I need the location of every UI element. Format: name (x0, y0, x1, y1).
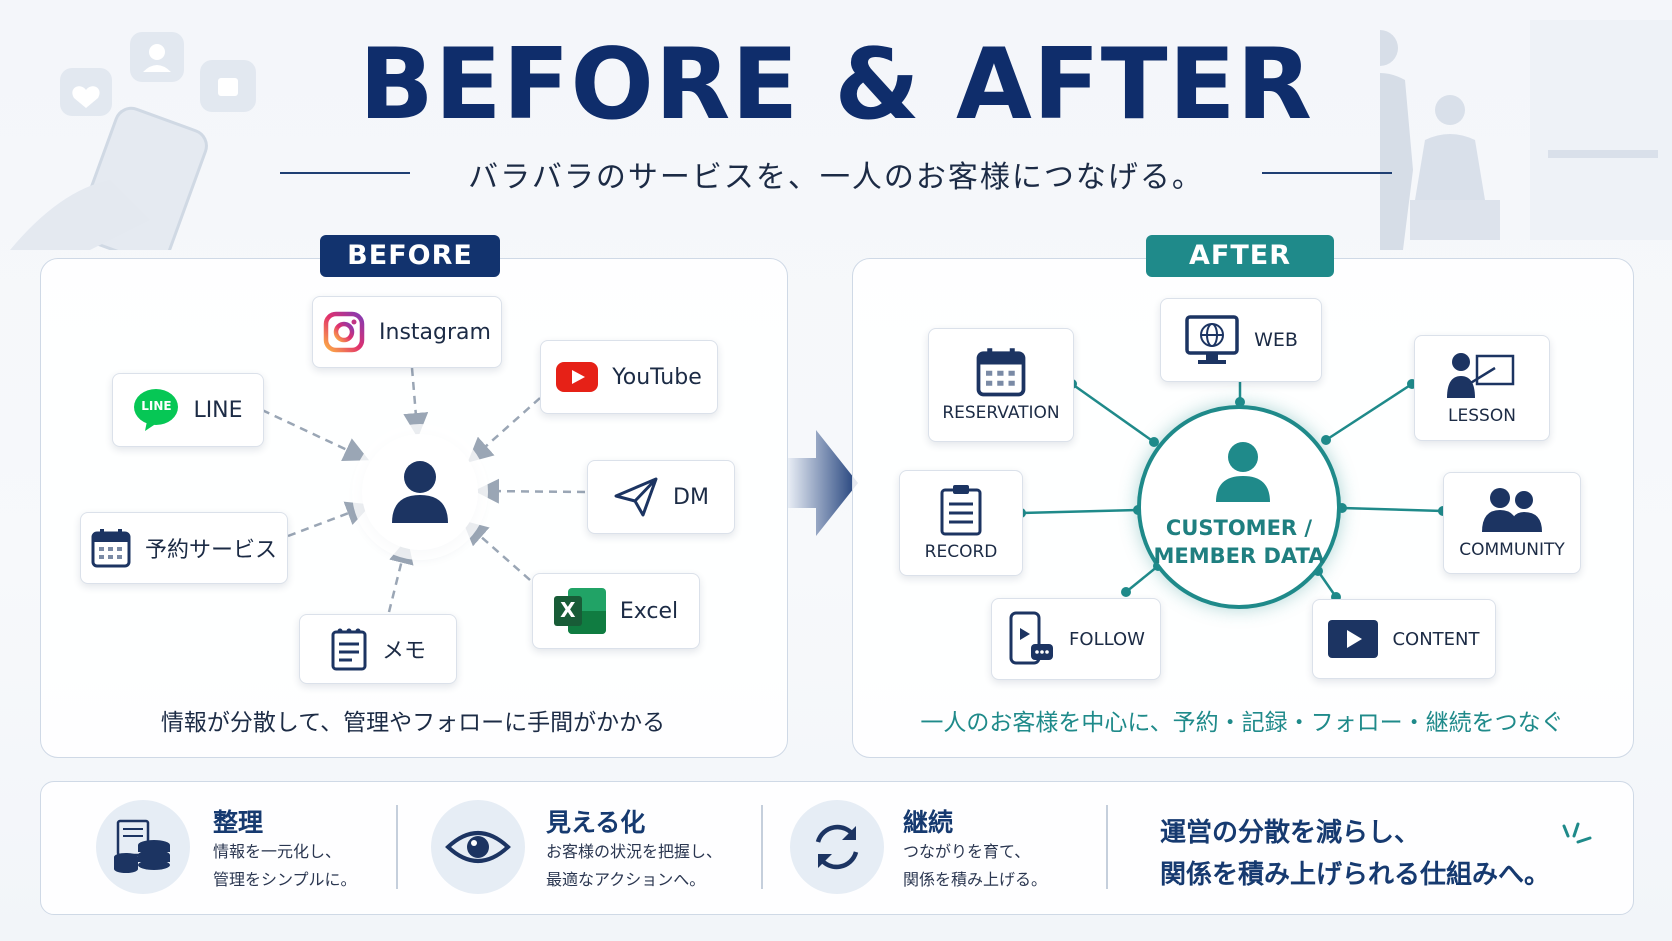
feature-divider-3 (1106, 805, 1108, 889)
after-reservation-card[interactable]: RESERVATION (928, 328, 1074, 442)
instagram-label: Instagram (379, 319, 491, 345)
calendar-icon (976, 348, 1026, 397)
conclusion-line1: 運営の分散を減らし、 (1160, 818, 1421, 848)
before-customer-hub (362, 434, 478, 550)
user-icon (1216, 442, 1270, 502)
feature-organize-line1: 情報を一元化し、 (213, 842, 342, 861)
feature-organize (96, 800, 190, 894)
after-caption: 一人のお客様を中心に、予約・記録・フォロー・継続をつなぐ (920, 710, 1564, 736)
clipboard-icon (940, 485, 982, 536)
calendar-icon (91, 529, 131, 568)
page-subtitle: バラバラのサービスを、一人のお客様につなげる。 (468, 160, 1204, 195)
dm-card[interactable]: DM (587, 460, 735, 534)
feature-divider-1 (396, 805, 398, 889)
reservation-service-label: 予約サービス (144, 538, 277, 563)
subtitle-rule-right (1262, 172, 1392, 174)
people-illustration (1380, 20, 1672, 250)
feature-continue-line2: 関係を積み上げる。 (903, 870, 1048, 889)
feature-continue-title: 継続 (903, 808, 954, 837)
feature-continue (790, 800, 884, 894)
after-reservation-label: RESERVATION (942, 403, 1060, 423)
user-icon (392, 461, 448, 523)
feature-visualize (431, 800, 525, 894)
excel-badge: X (560, 598, 576, 622)
community-card[interactable]: COMMUNITY (1443, 472, 1581, 574)
refresh-icon (815, 824, 859, 870)
after-tag: AFTER (1146, 235, 1334, 277)
hub-label-line1: CUSTOMER / (1165, 516, 1313, 540)
feature-divider-2 (761, 805, 763, 889)
paper-plane-icon (614, 477, 658, 517)
lesson-card[interactable]: LESSON (1414, 335, 1550, 441)
excel-icon: X (553, 588, 606, 634)
memo-card[interactable]: メモ (299, 614, 457, 684)
after-customer-hub: CUSTOMER / MEMBER DATA (1137, 405, 1341, 609)
feature-visualize-line2: 最適なアクションへ。 (546, 870, 706, 889)
line-badge: LINE (141, 399, 172, 413)
sparkle-accent-icon (1562, 822, 1592, 844)
content-label: CONTENT (1392, 628, 1480, 650)
memo-icon (331, 628, 367, 671)
database-icon (114, 819, 170, 873)
feature-organize-title: 整理 (213, 808, 264, 837)
instagram-icon (323, 311, 365, 353)
follow-card[interactable]: FOLLOW (991, 598, 1161, 680)
eye-icon (445, 831, 511, 863)
reservation-service-card[interactable]: 予約サービス (80, 512, 288, 584)
feature-continue-line1: つながりを育て、 (903, 842, 1031, 861)
youtube-label: YouTube (612, 364, 702, 390)
conclusion-line2: 関係を積み上げられる仕組みへ。 (1160, 860, 1551, 890)
feature-visualize-title: 見える化 (546, 808, 646, 837)
youtube-icon (556, 362, 599, 392)
excel-label: Excel (619, 598, 679, 624)
community-icon (1482, 488, 1542, 532)
feature-organize-line2: 管理をシンプルに。 (213, 870, 357, 889)
subtitle-rule-left (280, 172, 410, 174)
web-card[interactable]: WEB (1160, 298, 1322, 382)
lesson-label: LESSON (1448, 406, 1516, 426)
line-icon: LINE (133, 387, 179, 433)
line-label: LINE (193, 397, 243, 423)
line-card[interactable]: LINE LINE (112, 373, 264, 447)
record-label: RECORD (924, 542, 998, 562)
lesson-icon (1447, 353, 1515, 398)
globe-monitor-icon (1185, 315, 1239, 364)
youtube-card[interactable]: YouTube (540, 340, 718, 414)
phone-chat-icon (1009, 611, 1054, 665)
content-card[interactable]: CONTENT (1312, 599, 1496, 679)
hub-label-line2: MEMBER DATA (1153, 544, 1325, 568)
before-tag: BEFORE (320, 235, 500, 277)
social-phone-illustration (10, 32, 256, 250)
page-title: BEFORE & AFTER (358, 28, 1314, 142)
record-card[interactable]: RECORD (899, 470, 1023, 576)
transition-arrow-icon (788, 430, 858, 536)
excel-card[interactable]: X Excel (532, 573, 700, 649)
feature-visualize-line1: お客様の状況を把握し、 (546, 842, 723, 861)
before-caption: 情報が分散して、管理やフォローに手間がかかる (160, 710, 666, 736)
memo-label: メモ (381, 639, 426, 664)
community-label: COMMUNITY (1459, 540, 1565, 560)
dm-label: DM (673, 484, 709, 510)
follow-label: FOLLOW (1069, 628, 1145, 650)
web-label: WEB (1254, 329, 1298, 351)
instagram-card[interactable]: Instagram (312, 296, 502, 368)
video-play-icon (1328, 620, 1379, 658)
